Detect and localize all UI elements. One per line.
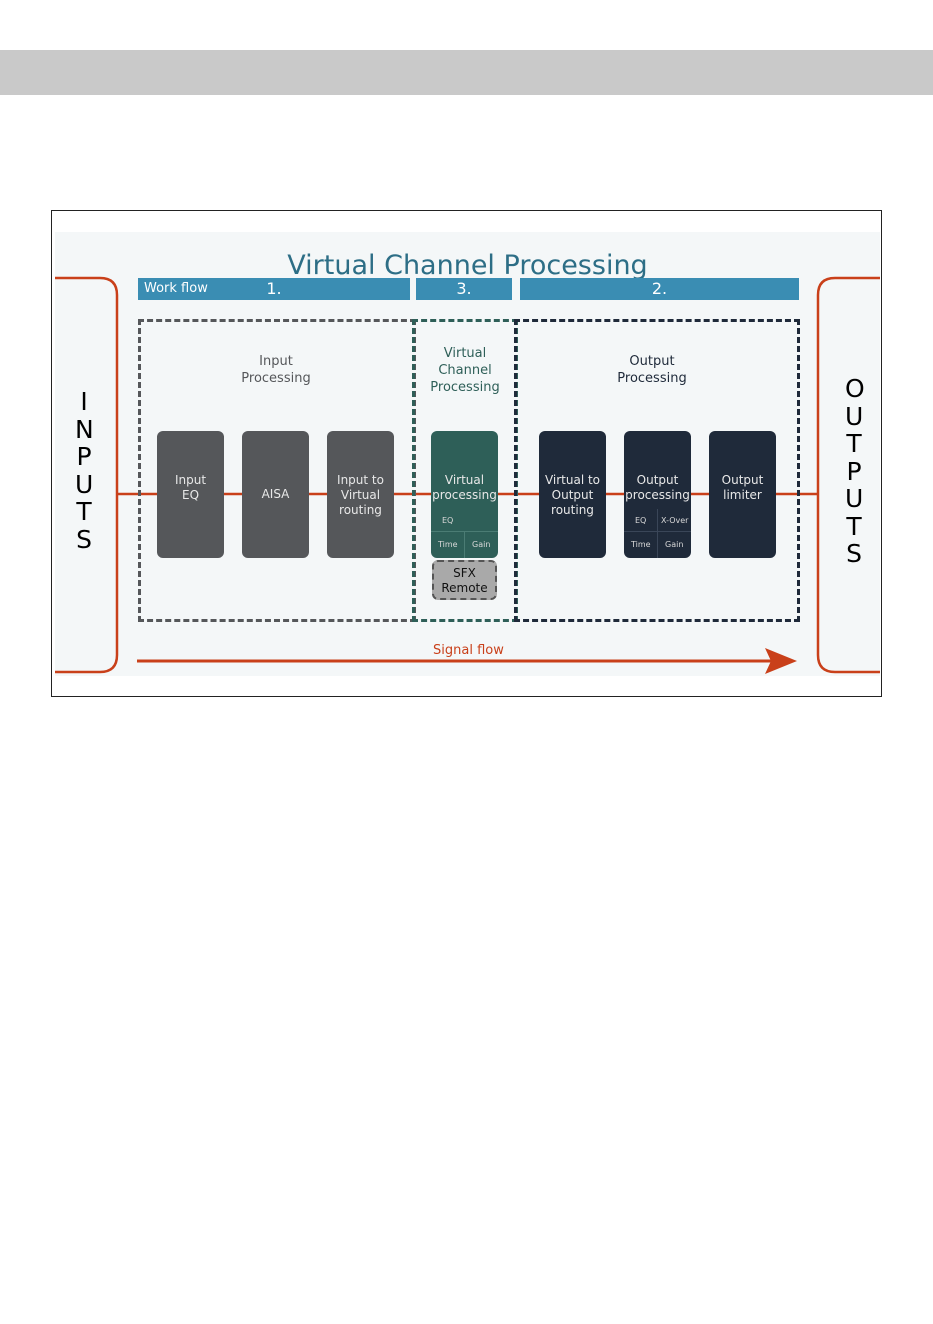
sfx-remote-label: SFX Remote [434, 566, 495, 596]
workflow-bar-1: Work flow 1. [138, 278, 410, 300]
virtual-to-output-block: Virtual to Output routing [539, 431, 606, 558]
virtual-eq-label: EQ [442, 516, 453, 525]
output-time-label: Time [631, 540, 651, 549]
output-limiter-block: Output limiter [709, 431, 776, 558]
outputs-label: OUTPUTS [839, 375, 869, 568]
sfx-remote-block: SFX Remote [432, 560, 497, 600]
workflow-step-3: 3. [416, 278, 512, 300]
workflow-bar-3: 3. [416, 278, 512, 300]
output-xover-label: X-Over [661, 516, 688, 525]
output-processing-label: Output processing [624, 473, 691, 503]
virtual-processing-label: Virtual processing [431, 473, 498, 503]
input-eq-block: Input EQ [157, 431, 224, 558]
input-to-virtual-label: Input to Virtual routing [327, 473, 394, 518]
virtual-split-divider [464, 531, 465, 558]
workflow-step-2: 2. [520, 278, 799, 300]
aisa-block: AISA [242, 431, 309, 558]
aisa-label: AISA [242, 487, 309, 502]
inputs-label: INPUTS [69, 388, 99, 553]
inputs-text: INPUTS [75, 388, 93, 553]
output-eq-label: EQ [635, 516, 646, 525]
signal-flow-label: Signal flow [433, 643, 504, 658]
input-eq-label: Input EQ [157, 473, 224, 503]
virtual-processing-block: Virtual processing EQ Time Gain [431, 431, 498, 558]
diagram-title: Virtual Channel Processing [55, 250, 880, 281]
virtual-processing-title: Virtual Channel Processing [418, 345, 512, 396]
output-limiter-label: Output limiter [709, 473, 776, 503]
output-processing-title: Output Processing [602, 353, 702, 387]
workflow-step-1: 1. [138, 278, 410, 300]
diagram-canvas: Virtual Channel Processing Work flow 1. … [55, 232, 880, 676]
top-banner [0, 50, 933, 95]
virtual-to-output-label: Virtual to Output routing [539, 473, 606, 518]
output-gain-label: Gain [665, 540, 683, 549]
virtual-gain-label: Gain [472, 540, 490, 549]
workflow-bar-2: 2. [520, 278, 799, 300]
virtual-time-label: Time [438, 540, 458, 549]
outputs-text: OUTPUTS [845, 375, 863, 568]
output-split-divider [657, 509, 658, 558]
diagram-frame: Virtual Channel Processing Work flow 1. … [51, 210, 882, 697]
input-to-virtual-block: Input to Virtual routing [327, 431, 394, 558]
input-processing-title: Input Processing [226, 353, 326, 387]
output-processing-block: Output processing EQ X-Over Time Gain [624, 431, 691, 558]
